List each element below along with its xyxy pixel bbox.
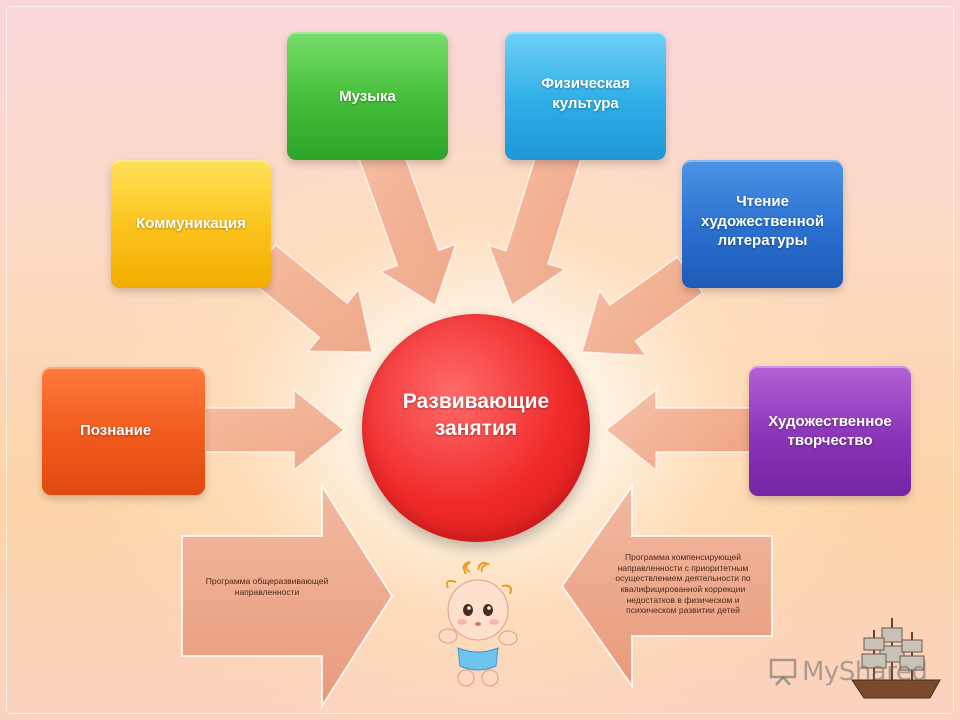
area-label: Коммуникация <box>136 215 246 233</box>
arrow-kommunikaciya <box>247 243 373 353</box>
program-right-text: Программа компенсирующей направленности … <box>615 552 751 616</box>
area-box-tvorchestvo: Художественное творчество <box>749 366 911 496</box>
area-box-kommunikaciya: Коммуникация <box>111 160 271 288</box>
area-label: Физическая культура <box>541 75 630 112</box>
arrow-chtenie <box>581 256 704 357</box>
center-label: Развивающие занятия <box>402 389 550 440</box>
program-left-arrow <box>181 482 394 710</box>
watermark: MyShared <box>768 657 928 687</box>
program-right-arrow <box>560 482 773 690</box>
presentation-board-icon <box>769 658 797 686</box>
arrow-tvorchestvo <box>604 388 751 472</box>
arrow-fizkultura <box>487 144 582 307</box>
area-label: Художественное творчество <box>768 412 892 450</box>
arrow-muzyka <box>358 143 457 307</box>
area-box-chtenie: Чтение художественной литературы <box>682 160 843 288</box>
area-box-poznanie: Познание <box>42 367 205 495</box>
sailing-ship-icon <box>851 618 941 699</box>
area-box-muzyka: Музыка <box>287 32 448 160</box>
area-label: Музыка <box>339 88 396 105</box>
area-label: Чтение художественной литературы <box>700 193 825 249</box>
area-box-fizkultura: Физическая культура <box>505 32 666 160</box>
area-label: Познание <box>80 422 152 440</box>
baby-icon <box>438 561 518 687</box>
program-left-text: Программа общеразвивающей направленности <box>205 576 329 597</box>
watermark-text: MyShared <box>802 657 928 687</box>
arrow-poznanie <box>204 388 346 472</box>
center-circle: Развивающие занятия <box>362 314 590 542</box>
